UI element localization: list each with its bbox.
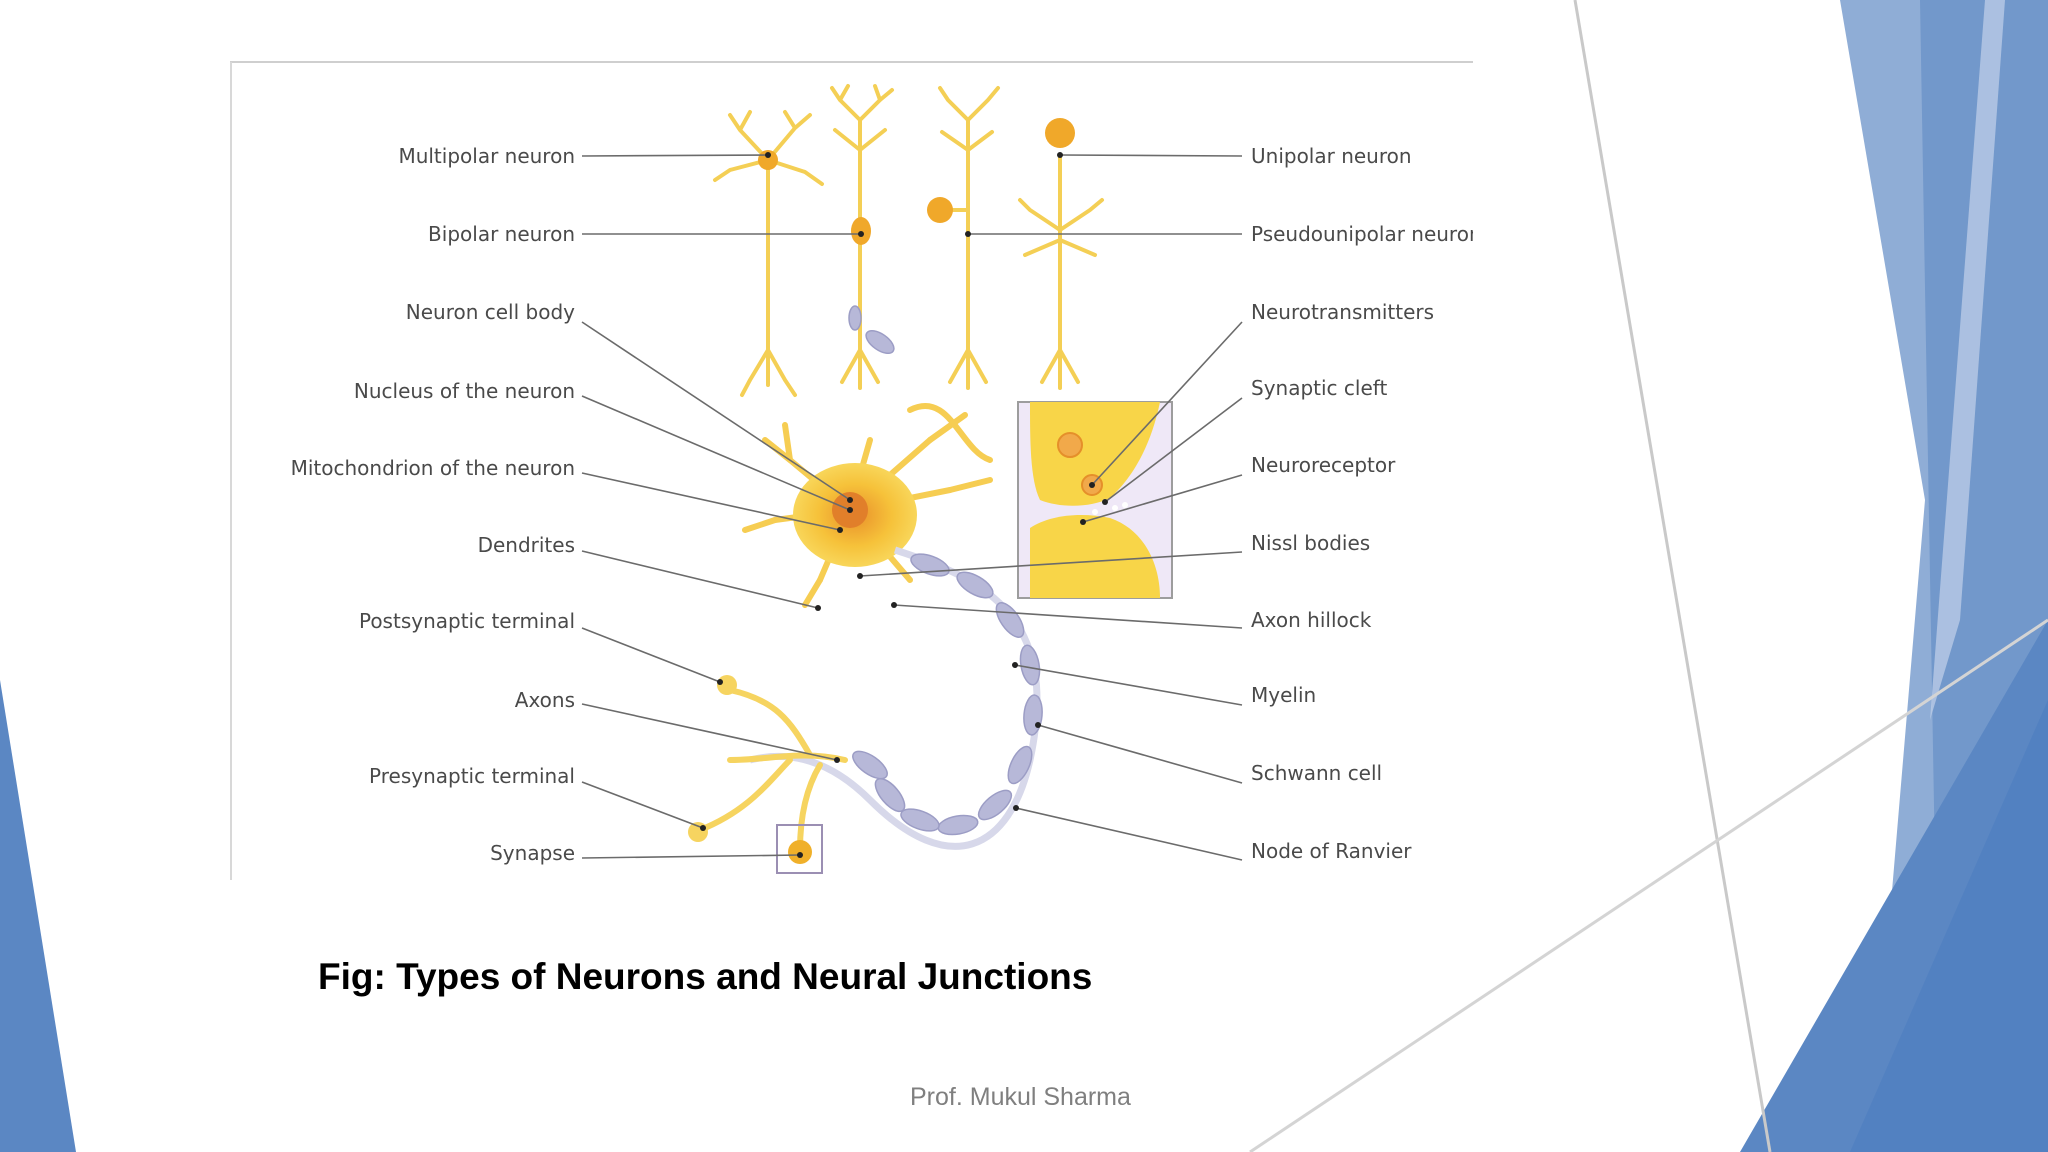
decor-line-vertical [1573, 0, 1772, 1152]
label-postsynaptic-terminal: Postsynaptic terminal [358, 609, 575, 633]
figure-caption: Fig: Types of Neurons and Neural Junctio… [318, 956, 1093, 997]
label-nissl-bodies: Nissl bodies [1251, 531, 1371, 555]
label-schwann-cell: Schwann cell [1251, 761, 1383, 785]
label-neuron-cell-body: Neuron cell body [405, 300, 575, 324]
slide-footer-author: Prof. Mukul Sharma [910, 1083, 1131, 1111]
main-neuron-drawing [688, 305, 1043, 874]
label-bipolar-neuron: Bipolar neuron [428, 222, 575, 246]
label-neurotransmitters: Neurotransmitters [1251, 300, 1435, 324]
label-node-of-ranvier: Node of Ranvier [1251, 839, 1412, 863]
left-blue-wedge [0, 680, 76, 1152]
label-myelin: Myelin [1251, 683, 1317, 707]
neuron-figure: Multipolar neuron Bipolar neuron Neuron … [230, 60, 1473, 880]
label-synaptic-cleft: Synaptic cleft [1251, 376, 1388, 400]
label-neuroreceptor: Neuroreceptor [1251, 453, 1396, 477]
right-bright-triangle [1850, 700, 2048, 1152]
label-unipolar-neuron: Unipolar neuron [1251, 144, 1412, 168]
leader-dots [700, 152, 1108, 858]
synapse-highlight-box [776, 824, 823, 874]
unipolar-neuron-drawing [927, 86, 1000, 390]
decor-line-diagonal [1249, 618, 2048, 1152]
label-mitochondrion: Mitochondrion of the neuron [290, 456, 575, 480]
label-dendrites: Dendrites [477, 533, 575, 557]
label-synapse: Synapse [490, 841, 575, 865]
label-pseudounipolar-neuron: Pseudounipolar neuron [1251, 222, 1473, 246]
neuron-illustration [230, 61, 1473, 880]
label-presynaptic-terminal: Presynaptic terminal [369, 764, 575, 788]
label-multipolar-neuron: Multipolar neuron [398, 144, 575, 168]
label-nucleus: Nucleus of the neuron [353, 379, 575, 403]
right-pale-stripe [1930, 0, 2005, 720]
label-axon-hillock: Axon hillock [1251, 608, 1372, 632]
pseudounipolar-neuron-drawing [1018, 118, 1104, 390]
synapse-inset-drawing [1017, 401, 1173, 599]
leader-lines [581, 154, 1243, 861]
label-axons: Axons [514, 688, 575, 712]
